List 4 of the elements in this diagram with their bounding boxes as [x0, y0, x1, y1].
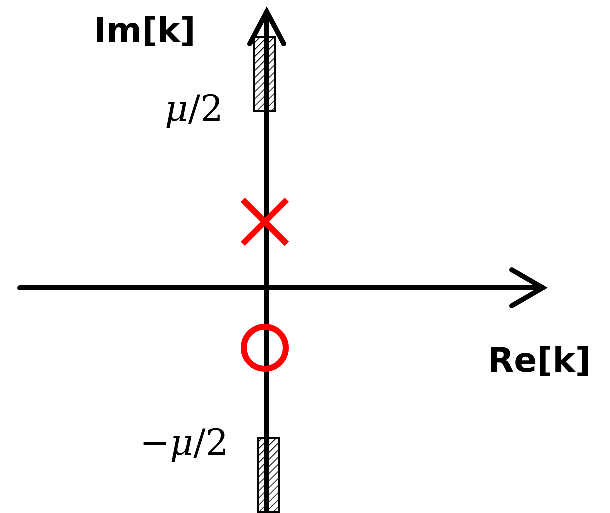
axis-label: Re[k]: [488, 344, 591, 378]
tick-label: μ/2: [165, 92, 224, 128]
axis-label: Im[k]: [94, 14, 196, 48]
tick-label: −μ/2: [140, 426, 229, 462]
